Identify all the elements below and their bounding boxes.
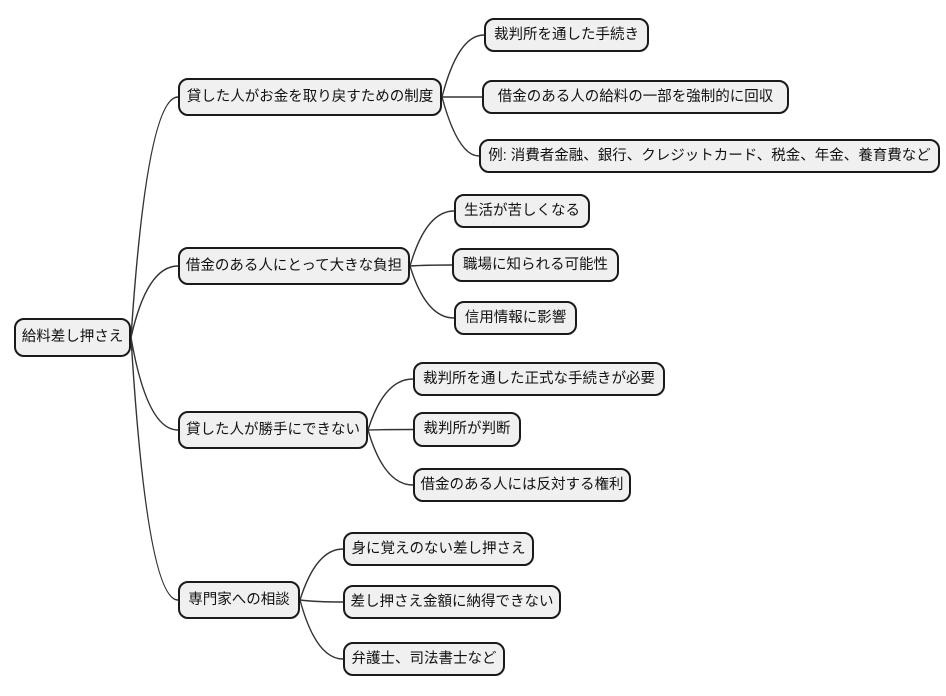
mindmap-node-b3-l2: 裁判所が判断 <box>413 412 521 447</box>
mindmap-edge-root-to-b4 <box>130 337 179 601</box>
mindmap-node-b1: 貸した人がお金を取り戻すための制度 <box>178 78 442 116</box>
mindmap-edge-b3-to-b3-l3 <box>367 429 414 486</box>
mindmap-node-b4-l3: 弁護士、司法書士など <box>343 642 505 676</box>
mindmap-edge-b2-to-b2-l3 <box>409 265 455 319</box>
mindmap-node-b4-l2: 差し押さえ金額に納得できない <box>343 585 561 619</box>
mindmap-edge-b4-to-b4-l3 <box>299 599 344 660</box>
mindmap-edge-root-to-b3 <box>130 337 179 431</box>
mindmap-node-b4: 専門家への相談 <box>178 581 300 619</box>
mindmap-node-b2-l3: 信用情報に影響 <box>454 301 577 335</box>
mindmap-edge-b3-to-b3-l2 <box>367 428 414 431</box>
mindmap-node-b1-l2: 借金のある人の給料の一部を強制的に回収 <box>482 80 789 114</box>
mindmap-node-b2-l1: 生活が苦しくなる <box>454 194 590 228</box>
mindmap-node-b2-l2: 職場に知られる可能性 <box>452 248 619 282</box>
mindmap-node-b1-l3: 例: 消費者金融、銀行、クレジットカード、税金、年金、養育費など <box>479 139 940 173</box>
mindmap-node-b3-l3: 借金のある人には反対する権利 <box>413 468 631 502</box>
mindmap-node-b2: 借金のある人にとって大きな負担 <box>178 247 410 285</box>
mindmap-edge-root-to-b1 <box>130 96 179 338</box>
mindmap-edge-b1-to-b1-l3 <box>441 96 480 157</box>
mindmap-edge-root-to-b2 <box>130 265 179 338</box>
mindmap-edge-b1-to-b1-l1 <box>441 34 485 98</box>
mindmap-edge-b4-to-b4-l2 <box>299 599 344 603</box>
mindmap-edge-b2-to-b2-l2 <box>409 264 453 267</box>
mindmap-edge-b4-to-b4-l1 <box>299 548 344 601</box>
mindmap-node-b4-l1: 身に覚えのない差し押さえ <box>343 532 534 566</box>
mindmap-node-root: 給料差し押さえ <box>14 318 131 357</box>
mindmap-node-b1-l1: 裁判所を通した手続き <box>484 18 649 52</box>
mindmap-edge-b3-to-b3-l1 <box>367 378 414 431</box>
mindmap-node-b3: 貸した人が勝手にできない <box>178 411 368 449</box>
mindmap-edge-b2-to-b2-l1 <box>409 210 455 267</box>
mindmap-node-b3-l1: 裁判所を通した正式な手続きが必要 <box>413 362 665 396</box>
